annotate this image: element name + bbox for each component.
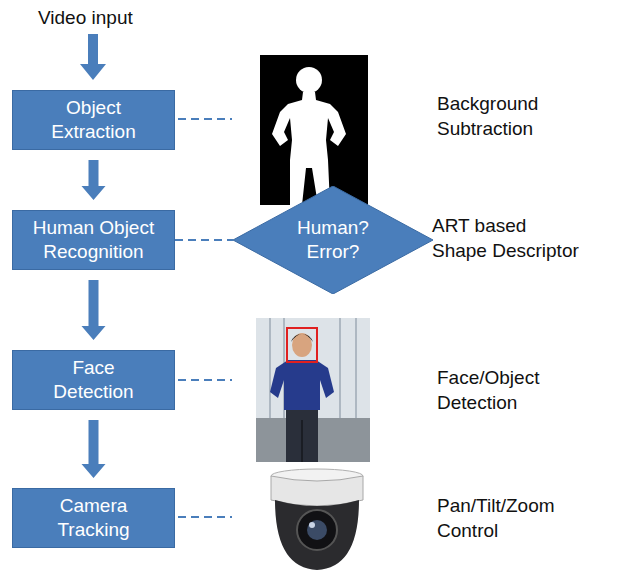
node-text: Human Object Recognition — [29, 216, 159, 264]
flow-arrow — [82, 280, 106, 340]
process-box: Object Extraction — [12, 90, 175, 150]
node-text: Human? Error? — [288, 216, 378, 264]
node-text-group: Camera Tracking — [29, 494, 159, 542]
input-label: Video input — [38, 6, 133, 31]
method-label: Pan/Tilt/Zoom Control — [437, 494, 567, 543]
node-text-group: Face Detection — [39, 356, 149, 404]
face-detection-photo — [256, 318, 370, 462]
process-box: Face Detection — [12, 350, 175, 410]
dashed-connector — [175, 239, 233, 241]
dashed-leader — [178, 379, 232, 381]
decision-diamond: Human? Error? — [233, 186, 433, 294]
node-text-group: Human? Error? — [288, 216, 378, 264]
node-text-group: Human Object Recognition — [29, 216, 159, 264]
method-label: ART based Shape Descriptor — [432, 214, 582, 263]
flow-arrow — [82, 420, 106, 478]
method-label: Face/Object Detection — [437, 366, 567, 415]
flow-arrow — [82, 160, 106, 200]
silhouette-image — [260, 55, 368, 205]
node-text: Object Extraction — [29, 96, 159, 144]
ptz-camera — [271, 469, 363, 570]
node-text: Camera Tracking — [29, 494, 159, 542]
dashed-leader — [178, 516, 232, 518]
process-box: Human Object Recognition — [12, 210, 175, 270]
input-arrow — [80, 34, 106, 80]
diamond-outline — [233, 186, 433, 294]
process-box: Camera Tracking — [12, 488, 175, 548]
method-label: Background Subtraction — [437, 92, 567, 141]
node-text: Face Detection — [39, 356, 149, 404]
dashed-leader — [178, 118, 232, 120]
node-text-group: Object Extraction — [29, 96, 159, 144]
